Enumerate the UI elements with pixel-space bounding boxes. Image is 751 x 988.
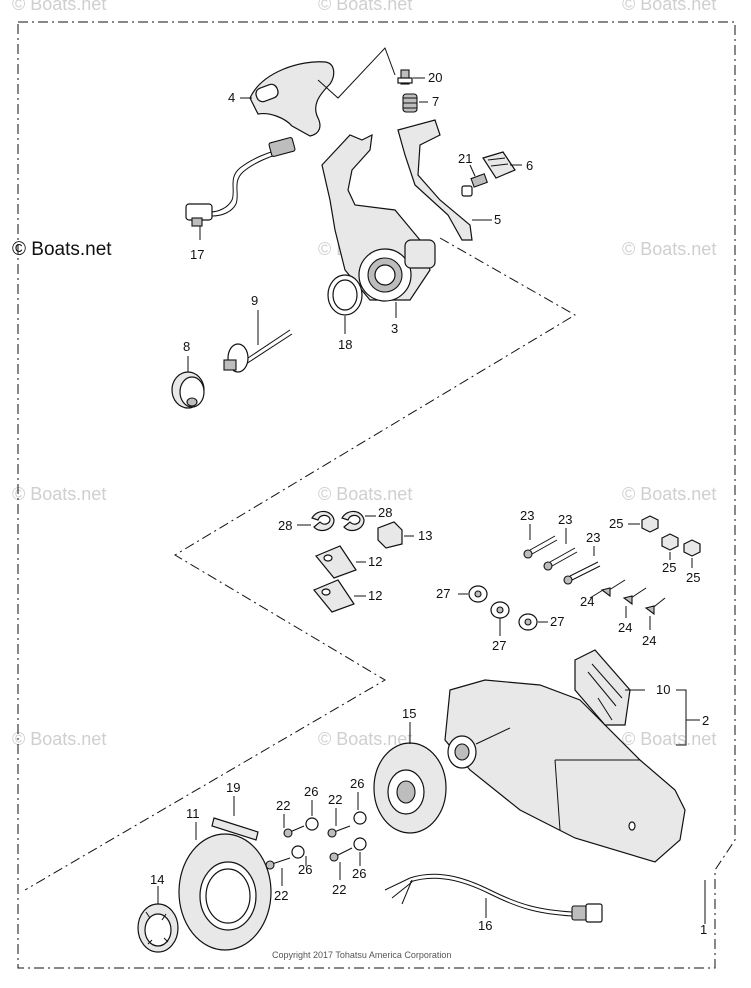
watermark-ghost: © Boats.net — [12, 0, 106, 14]
callout-6: 6 — [526, 158, 533, 173]
watermark-ghost: © Boats.net — [622, 0, 716, 14]
part-plate-6 — [482, 151, 516, 179]
callout-27-c: 27 — [550, 614, 564, 629]
callout-26-b: 26 — [350, 776, 364, 791]
callout-labels: 4 20 7 21 6 5 17 9 3 18 8 28 28 13 12 12… — [150, 70, 709, 937]
watermark-ghost: © Boats.net — [622, 729, 716, 749]
part-ring-18 — [327, 274, 363, 316]
part-disc-15 — [373, 742, 447, 834]
part-stopper-13 — [377, 521, 403, 549]
callout-22-d: 22 — [332, 882, 346, 897]
watermark-ghost: © Boats.net — [622, 239, 716, 259]
callout-1: 1 — [700, 922, 707, 937]
callout-24-c: 24 — [642, 633, 656, 648]
watermark-ghost: © Boats.net — [12, 729, 106, 749]
callout-27-b: 27 — [492, 638, 506, 653]
callout-25-a: 25 — [609, 516, 623, 531]
watermark-ghost: © Boats.net — [622, 484, 716, 504]
callout-26-d: 26 — [352, 866, 366, 881]
part-shaft-9 — [223, 329, 293, 373]
part-screws-22 — [265, 825, 353, 870]
part-nuts-25 — [641, 515, 701, 557]
callout-8: 8 — [183, 339, 190, 354]
callout-10: 10 — [656, 682, 670, 697]
part-bearing-14 — [137, 903, 179, 953]
watermark-ghost: © Boats.net — [12, 484, 106, 504]
watermark-main: © Boats.net — [12, 239, 112, 260]
part-washers-27 — [468, 585, 538, 631]
callout-11: 11 — [186, 806, 200, 821]
callout-25-b: 25 — [662, 560, 676, 575]
part-screw-21 — [461, 173, 488, 197]
part-link-12 — [313, 545, 357, 613]
part-harness-16 — [384, 873, 603, 923]
callout-3: 3 — [391, 321, 398, 336]
part-throttle-lever — [397, 119, 473, 241]
part-strip-19 — [211, 817, 259, 841]
callout-7: 7 — [432, 94, 439, 109]
copyright-notice: Copyright 2017 Tohatsu America Corporati… — [272, 950, 451, 960]
callout-20: 20 — [428, 70, 442, 85]
part-screws-23 — [523, 535, 601, 585]
part-handle — [249, 61, 335, 137]
watermark-ghost: © Boats.net — [318, 484, 412, 504]
assembly-boundary — [17, 21, 736, 969]
part-washers-26 — [291, 811, 367, 859]
callout-2: 2 — [702, 713, 709, 728]
watermark-ghost: © Boats.net — [318, 0, 412, 14]
callout-13: 13 — [418, 528, 432, 543]
callout-23-c: 23 — [586, 530, 600, 545]
callout-22-b: 22 — [328, 792, 342, 807]
callout-24-a: 24 — [580, 594, 594, 609]
callout-26-c: 26 — [298, 862, 312, 877]
callout-21: 21 — [458, 151, 472, 166]
part-lever-arm — [321, 133, 436, 302]
callout-12-upper: 12 — [368, 554, 382, 569]
callout-25-c: 25 — [686, 570, 700, 585]
part-plate-10 — [574, 649, 631, 726]
callout-24-b: 24 — [618, 620, 632, 635]
callout-23-a: 23 — [520, 508, 534, 523]
part-bolt-20 — [397, 69, 413, 85]
callout-22-a: 22 — [276, 798, 290, 813]
part-neutral-switch-wire — [185, 137, 296, 227]
callout-14: 14 — [150, 872, 164, 887]
part-drum-11 — [178, 833, 272, 951]
callout-17: 17 — [190, 247, 204, 262]
part-housing — [444, 679, 686, 863]
callout-9: 9 — [251, 293, 258, 308]
callout-16: 16 — [478, 918, 492, 933]
callout-22-c: 22 — [274, 888, 288, 903]
part-clip-28 — [311, 510, 365, 532]
part-spring-7 — [402, 93, 418, 113]
callout-5: 5 — [494, 212, 501, 227]
callout-19: 19 — [226, 780, 240, 795]
part-screws-24 — [600, 579, 666, 616]
watermark-ghost-group: © Boats.net © Boats.net © Boats.net © Bo… — [12, 0, 716, 749]
callout-28-left: 28 — [278, 518, 292, 533]
callout-26-a: 26 — [304, 784, 318, 799]
callout-15: 15 — [402, 706, 416, 721]
callout-12-lower: 12 — [368, 588, 382, 603]
part-knob-8 — [171, 371, 205, 409]
watermark-ghost: © Boats.net — [318, 729, 412, 749]
callout-28-right: 28 — [378, 505, 392, 520]
callout-18: 18 — [338, 337, 352, 352]
callout-4: 4 — [228, 90, 235, 105]
callout-23-b: 23 — [558, 512, 572, 527]
subassembly-boundary — [24, 237, 576, 891]
callout-27-a: 27 — [436, 586, 450, 601]
